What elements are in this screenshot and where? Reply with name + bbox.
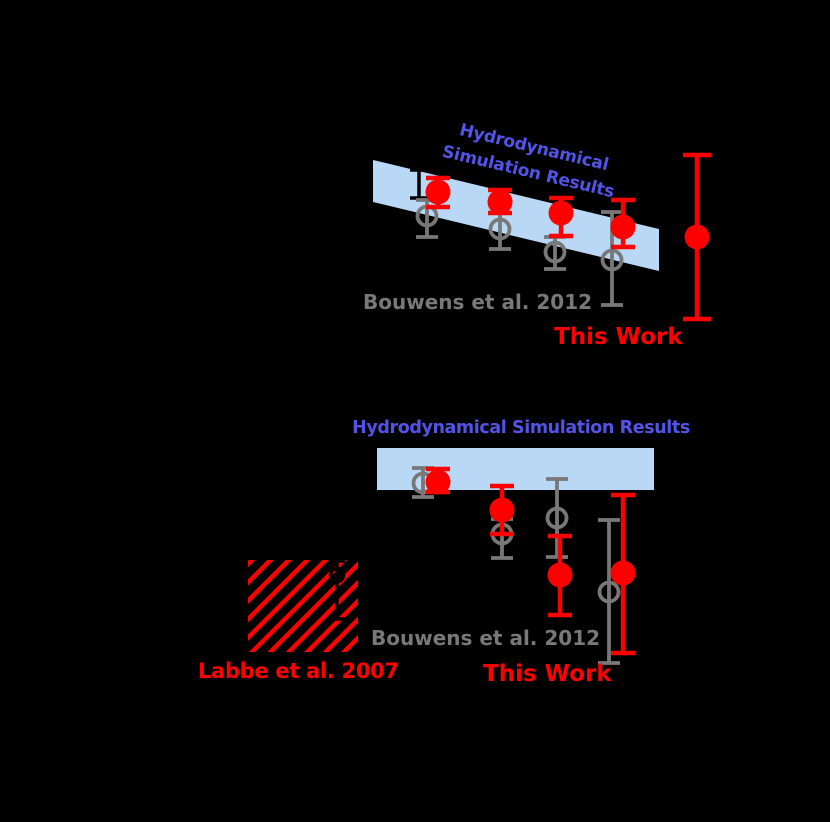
bottom-series-bouwens-et-al-2012	[411, 466, 621, 665]
bottom-band-label: Hydrodynamical Simulation Results	[352, 418, 690, 438]
bottom-series-black-errorbar	[328, 559, 346, 621]
bottom-hatch-label: Labbe et al. 2007	[198, 659, 399, 683]
panel-top	[373, 152, 711, 322]
panel-bottom	[248, 448, 654, 665]
top-series-black-errorbar	[410, 168, 428, 200]
bottom-gray-series-label: Bouwens et al. 2012	[371, 626, 601, 650]
bottom-series-this-work	[425, 466, 636, 656]
top-series-this-work	[425, 152, 711, 322]
bottom-hatch-box	[248, 560, 358, 652]
bottom-red-series-label: This Work	[483, 661, 612, 687]
top-gray-series-label: Bouwens et al. 2012	[363, 290, 593, 314]
top-red-series-label: This Work	[554, 324, 683, 350]
